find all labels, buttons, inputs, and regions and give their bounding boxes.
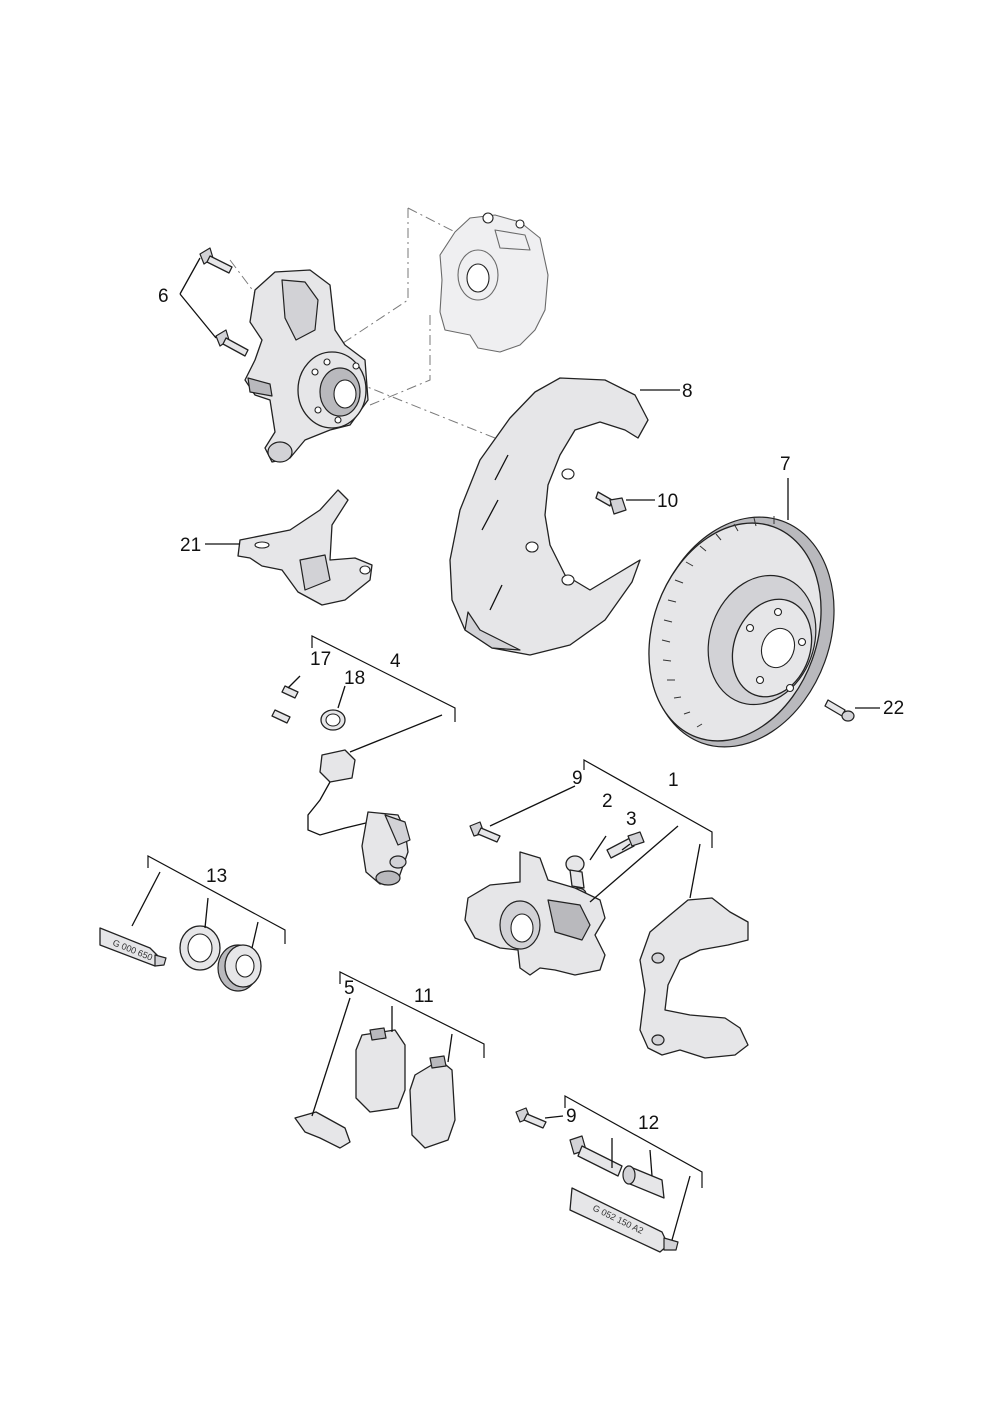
callout-21: 21 [180, 535, 201, 556]
bolt-6-lower [215, 329, 249, 357]
brake-pad-11-left [355, 1027, 406, 1113]
disc-vent-slots [661, 516, 775, 728]
callout-9-upper: 9 [572, 768, 583, 789]
kit-brackets [147, 635, 713, 1188]
guide-sleeve-12 [622, 1165, 665, 1199]
callout-2: 2 [602, 791, 613, 812]
callout-11: 11 [414, 986, 434, 1007]
callout-8: 8 [682, 381, 693, 402]
bolt-6-upper [199, 247, 233, 274]
callout-4: 4 [390, 651, 401, 672]
callout-9-lower: 9 [566, 1106, 577, 1127]
brake-pad-11-right [409, 1055, 456, 1149]
brake-motor-4 [307, 749, 411, 886]
callout-12: 12 [638, 1113, 659, 1134]
ring-18 [320, 709, 346, 731]
dust-shield-8 [449, 377, 649, 656]
callout-18: 18 [344, 668, 365, 689]
bolt-9-upper [469, 821, 501, 843]
brake-disc-7 [648, 516, 835, 748]
bearing-13 [217, 944, 262, 992]
bolt-17-upper [281, 685, 299, 699]
callout-17: 17 [310, 649, 331, 670]
spring-clip-5 [294, 1111, 351, 1149]
bolt-10 [595, 491, 627, 515]
bleeder-3 [606, 831, 645, 859]
callout-5: 5 [344, 978, 355, 999]
caliper-1 [464, 851, 606, 976]
callout-22: 22 [883, 698, 904, 719]
bracket-21 [237, 489, 373, 606]
screw-22 [824, 699, 855, 722]
caliper-upper-faint [439, 212, 549, 353]
callout-1: 1 [668, 770, 679, 791]
leader-lines [131, 257, 880, 1241]
grease-tube-13: G 000 650 [99, 927, 167, 967]
callout-3: 3 [626, 809, 637, 830]
bolt-17-lower [271, 709, 291, 724]
callout-7: 7 [780, 454, 791, 475]
seal-ring-13 [179, 925, 221, 971]
caliper-carrier [639, 897, 749, 1059]
guide-bolt-12 [569, 1135, 623, 1177]
callout-labels: 6 8 7 10 21 17 4 18 22 9 1 2 3 13 5 11 9… [158, 286, 904, 1134]
bolt-9-lower [515, 1107, 547, 1129]
callout-6: 6 [158, 286, 169, 307]
callout-13: 13 [206, 866, 227, 887]
wheel-bearing-housing [244, 269, 369, 463]
callout-10: 10 [657, 491, 678, 512]
